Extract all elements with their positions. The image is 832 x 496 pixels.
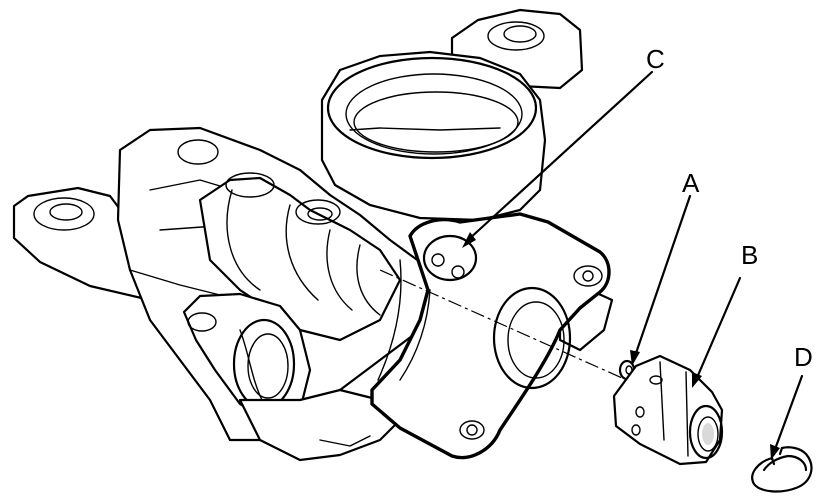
snap-ring-d [751, 446, 813, 493]
callout-label-a: A [682, 168, 700, 198]
callout-leaders [462, 70, 804, 460]
assembly-centerline [379, 269, 641, 387]
callout-label-c: C [646, 44, 665, 74]
transmission-housing [12, 8, 614, 462]
sleeve-plug-b [612, 354, 724, 466]
callout-label-d: D [794, 342, 813, 372]
callout-label-b: B [741, 240, 758, 270]
